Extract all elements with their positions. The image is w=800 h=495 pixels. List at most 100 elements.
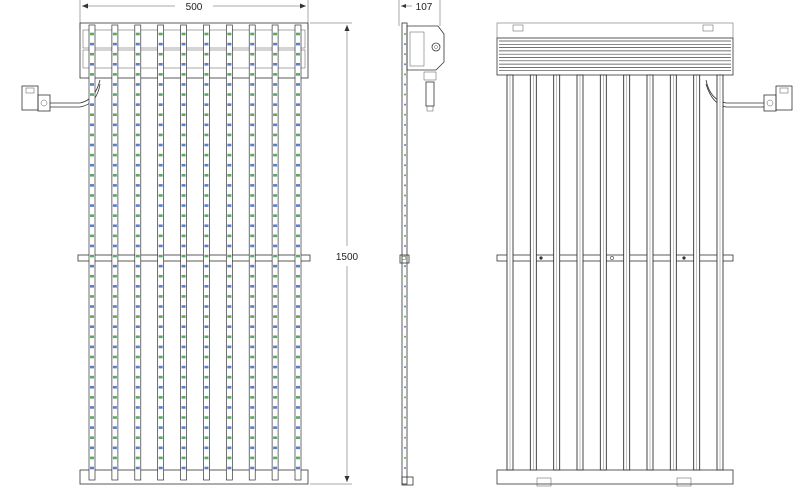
led-pixel xyxy=(135,224,140,228)
led-pixel xyxy=(250,103,255,106)
led-pixel xyxy=(273,234,278,238)
led-pixel xyxy=(112,204,117,207)
led-pixel xyxy=(250,174,255,177)
side-led-dot xyxy=(404,406,406,409)
led-pixel xyxy=(296,32,300,36)
led-pixel xyxy=(158,254,163,258)
led-pixel xyxy=(250,184,255,187)
back-bar xyxy=(506,74,514,471)
led-pixel xyxy=(296,335,300,339)
led-pixel xyxy=(90,93,94,96)
led-pixel xyxy=(181,335,186,339)
led-pixel xyxy=(204,436,209,440)
led-pixel xyxy=(90,163,94,167)
led-pixel xyxy=(273,32,278,36)
led-pixel xyxy=(112,42,117,46)
side-led-dot xyxy=(404,133,406,136)
led-pixel xyxy=(296,204,300,207)
led-pixel xyxy=(181,123,186,127)
led-pixel xyxy=(296,153,300,157)
led-pixel xyxy=(112,234,117,238)
led-pixel xyxy=(227,406,232,409)
led-pixel xyxy=(135,355,140,359)
led-pixel xyxy=(181,285,186,288)
back-bar xyxy=(529,74,537,471)
led-pixel xyxy=(296,466,300,470)
led-pixel xyxy=(112,335,117,339)
led-pixel xyxy=(227,244,232,248)
side-led-dot xyxy=(404,416,406,419)
led-pixel xyxy=(158,52,163,56)
led-pixel xyxy=(204,113,209,117)
led-pixel xyxy=(227,274,232,278)
led-pixel xyxy=(204,103,209,106)
led-pixel xyxy=(158,466,163,470)
led-pixel xyxy=(250,214,255,217)
led-pixel xyxy=(158,204,163,207)
back-tab-right xyxy=(702,24,714,32)
led-pixel xyxy=(181,174,186,177)
led-pixel xyxy=(227,295,232,298)
led-pixel xyxy=(158,315,163,318)
led-pixel xyxy=(273,325,278,328)
led-pixel xyxy=(227,436,232,440)
side-led-dot xyxy=(404,214,406,217)
led-pixel xyxy=(112,32,117,36)
led-pixel xyxy=(227,73,232,76)
led-pixel xyxy=(135,315,140,318)
side-led-dot xyxy=(404,376,406,379)
led-pixel xyxy=(250,264,255,268)
back-bar xyxy=(716,74,724,471)
side-led-dot xyxy=(404,184,406,187)
led-pixel xyxy=(112,315,117,318)
led-pixel xyxy=(90,73,94,76)
led-pixel xyxy=(296,406,300,409)
led-pixel xyxy=(158,416,163,419)
led-pixel xyxy=(250,93,255,96)
led-pixel xyxy=(158,93,163,96)
led-pixel xyxy=(204,214,209,217)
led-pixel xyxy=(227,325,232,328)
side-led-dot xyxy=(404,456,406,459)
led-pixel xyxy=(227,103,232,106)
led-pixel xyxy=(273,315,278,318)
led-pixel xyxy=(158,143,163,147)
led-pixel xyxy=(90,295,94,298)
side-led-dot xyxy=(404,386,406,389)
led-pixel xyxy=(112,396,117,399)
side-foot xyxy=(401,476,414,486)
dimension-depth: 107 xyxy=(398,0,441,26)
led-pixel xyxy=(296,274,300,278)
led-pixel xyxy=(90,184,94,187)
led-pixel xyxy=(204,406,209,409)
led-pixel xyxy=(250,436,255,440)
led-pixel xyxy=(296,42,300,46)
led-pixel xyxy=(181,396,186,399)
led-pixel xyxy=(181,153,186,157)
depth-label: 107 xyxy=(416,2,433,13)
led-pixel xyxy=(296,396,300,399)
led-pixel xyxy=(90,466,94,470)
led-pixel xyxy=(135,174,140,177)
led-pixel xyxy=(204,153,209,157)
led-pixel xyxy=(204,83,209,86)
led-pixel xyxy=(227,385,232,389)
led-pixel xyxy=(250,325,255,328)
side-led-dot xyxy=(404,103,406,106)
led-pixel xyxy=(158,153,163,157)
led-pixel xyxy=(204,305,209,308)
side-led-dot xyxy=(404,113,406,116)
led-pixel xyxy=(273,365,278,369)
led-pixel xyxy=(90,396,94,399)
led-pixel xyxy=(250,32,255,36)
led-pixel xyxy=(181,83,186,86)
led-pixel xyxy=(227,466,232,470)
led-pixel xyxy=(204,345,209,349)
led-pixel xyxy=(227,42,232,46)
led-pixel xyxy=(227,305,232,308)
side-led-dot xyxy=(404,285,406,288)
led-pixel xyxy=(135,143,140,147)
led-pixel xyxy=(90,416,94,419)
led-pixel xyxy=(112,143,117,147)
led-pixel xyxy=(112,62,117,66)
